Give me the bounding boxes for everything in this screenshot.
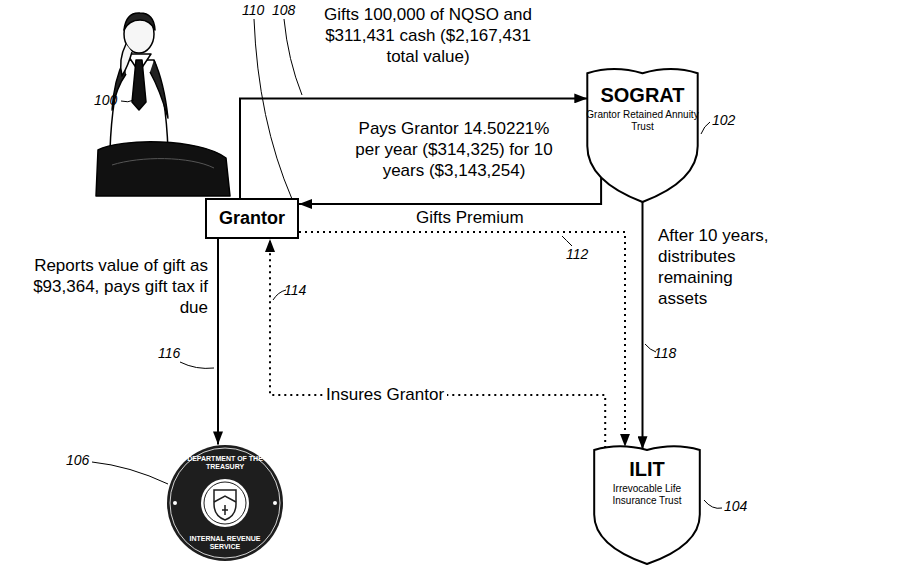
flow-arrow bbox=[299, 178, 601, 205]
edge-label: Reports value of gift as $93,364, pays g… bbox=[30, 255, 208, 318]
callout-number: 104 bbox=[724, 498, 747, 514]
callout-number: 114 bbox=[284, 282, 306, 298]
callout-number: 118 bbox=[654, 345, 676, 361]
node-title: Grantor bbox=[219, 208, 285, 229]
irs-seal: DEPARTMENT OF THE TREASURY INTERNAL REVEN… bbox=[166, 444, 284, 562]
edge-label: Gifts 100,000 of NQSO and $311,431 cash … bbox=[322, 4, 534, 67]
edge-label: Insures Grantor bbox=[323, 385, 447, 405]
callout-number: 102 bbox=[712, 112, 735, 128]
node-subtitle: Irrevocable Life Insurance Trust bbox=[592, 483, 702, 507]
callout-number: 106 bbox=[66, 452, 89, 468]
node-subtitle: INTERNAL REVENUE SERVICE bbox=[187, 535, 263, 551]
edge-label: After 10 years, distributes remaining as… bbox=[658, 225, 786, 309]
trust-shield: SOGRATGrantor Retained Annuity Trust bbox=[585, 62, 700, 202]
callout-number: 108 bbox=[272, 2, 295, 18]
node-title: ILIT bbox=[629, 458, 665, 481]
callout-number: 100 bbox=[94, 92, 117, 108]
grantor-box: Grantor bbox=[205, 198, 299, 239]
dotted-arrow bbox=[270, 239, 605, 448]
dotted-arrow bbox=[299, 232, 625, 447]
callout-number: 110 bbox=[242, 2, 264, 18]
flow-arrow bbox=[240, 98, 587, 198]
node-subtitle: Grantor Retained Annuity Trust bbox=[585, 109, 700, 133]
callout-number: 116 bbox=[158, 345, 180, 361]
callout-number: 112 bbox=[566, 246, 588, 262]
flow-arrow bbox=[642, 202, 644, 449]
edge-label: Pays Grantor 14.50221% per year ($314,32… bbox=[345, 118, 563, 181]
trust-shield: ILITIrrevocable Life Insurance Trust bbox=[592, 440, 702, 564]
flow-arrow bbox=[217, 239, 219, 444]
edge-label: Gifts Premium bbox=[413, 208, 527, 227]
node-title: DEPARTMENT OF THE TREASURY bbox=[187, 455, 263, 471]
node-title: SOGRAT bbox=[600, 84, 684, 107]
